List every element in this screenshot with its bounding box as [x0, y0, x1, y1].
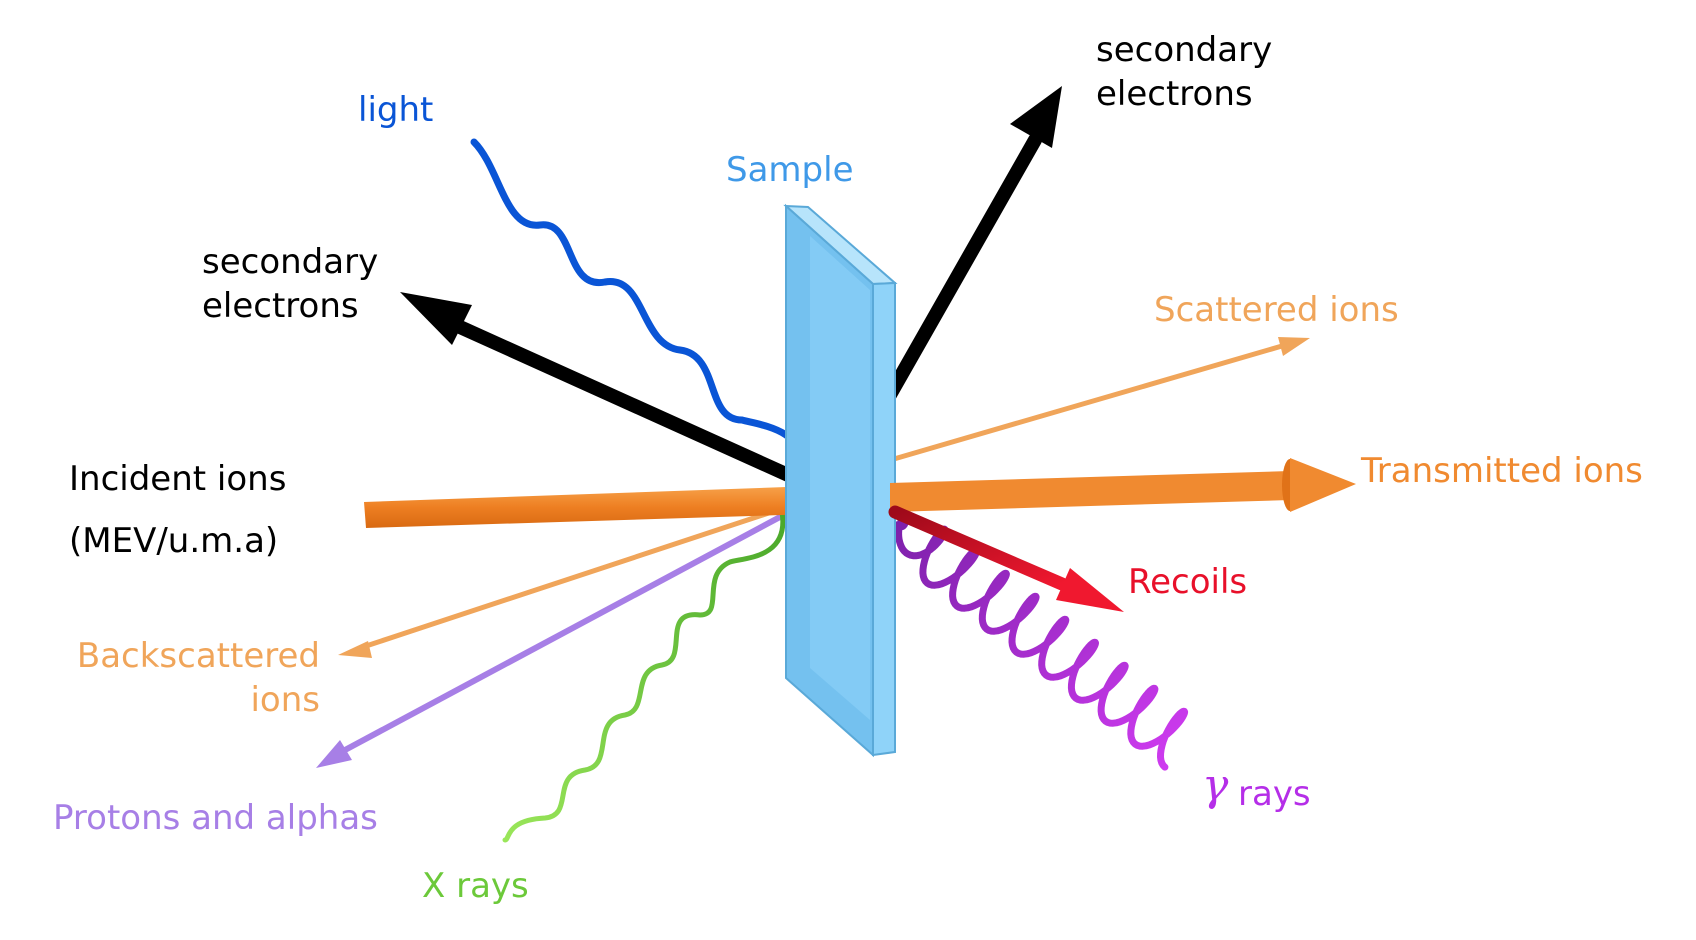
- recoils-arrow-shaft: [888, 505, 1069, 591]
- protons-alphas-arrowhead: [316, 740, 352, 768]
- transmitted-ions-arrowhead: [1290, 458, 1356, 512]
- scattered-ions-label: Scattered ions: [1154, 290, 1399, 330]
- secondary-electrons-left-arrowhead: [400, 292, 472, 345]
- light-label: light: [358, 90, 434, 130]
- backscattered-ions-arrow-shaft: [359, 497, 809, 651]
- incident-ions-label-line2: (MEV/u.m.a): [69, 521, 279, 561]
- gamma-symbol-label: γ: [1202, 760, 1229, 811]
- protons-alphas-arrow-shaft: [343, 499, 810, 753]
- scattered-ions-arrowhead: [1278, 337, 1310, 356]
- secondary-electrons-top-label-line2: electrons: [1096, 74, 1253, 114]
- x-rays-label: X rays: [422, 866, 529, 906]
- secondary-electrons-left-label-line1: secondary: [202, 242, 379, 282]
- secondary-electrons-left-arrow-shaft: [433, 311, 815, 491]
- backscattered-ions-label-line2: ions: [250, 680, 320, 720]
- secondary-electrons-top-label-line1: secondary: [1096, 30, 1273, 70]
- backscattered-ions-label-line1: Backscattered: [76, 636, 320, 676]
- transmitted-ions-label: Transmitted ions: [1361, 451, 1643, 491]
- recoils-label: Recoils: [1128, 562, 1248, 602]
- incident-ions-beam: [364, 486, 815, 528]
- recoils-arrowhead: [1056, 568, 1124, 612]
- secondary-electrons-top-arrow-shaft: [863, 133, 1042, 437]
- light-wave: [470, 138, 805, 474]
- gamma-rays-wave: [881, 511, 1189, 771]
- protons-alphas-label: Protons and alphas: [53, 798, 378, 838]
- transmitted-ions-beam: [890, 471, 1290, 512]
- sample-slab: [783, 203, 898, 758]
- sample-label: Sample: [726, 150, 854, 190]
- incident-ions-label-line1: Incident ions: [69, 459, 287, 499]
- backscattered-ions-arrowhead: [338, 641, 372, 658]
- xrays-wave: [502, 509, 786, 843]
- secondary-electrons-left-label-line2: electrons: [202, 286, 359, 326]
- gamma-rays-label: rays: [1238, 774, 1311, 814]
- secondary-electrons-top-arrowhead: [1010, 86, 1062, 148]
